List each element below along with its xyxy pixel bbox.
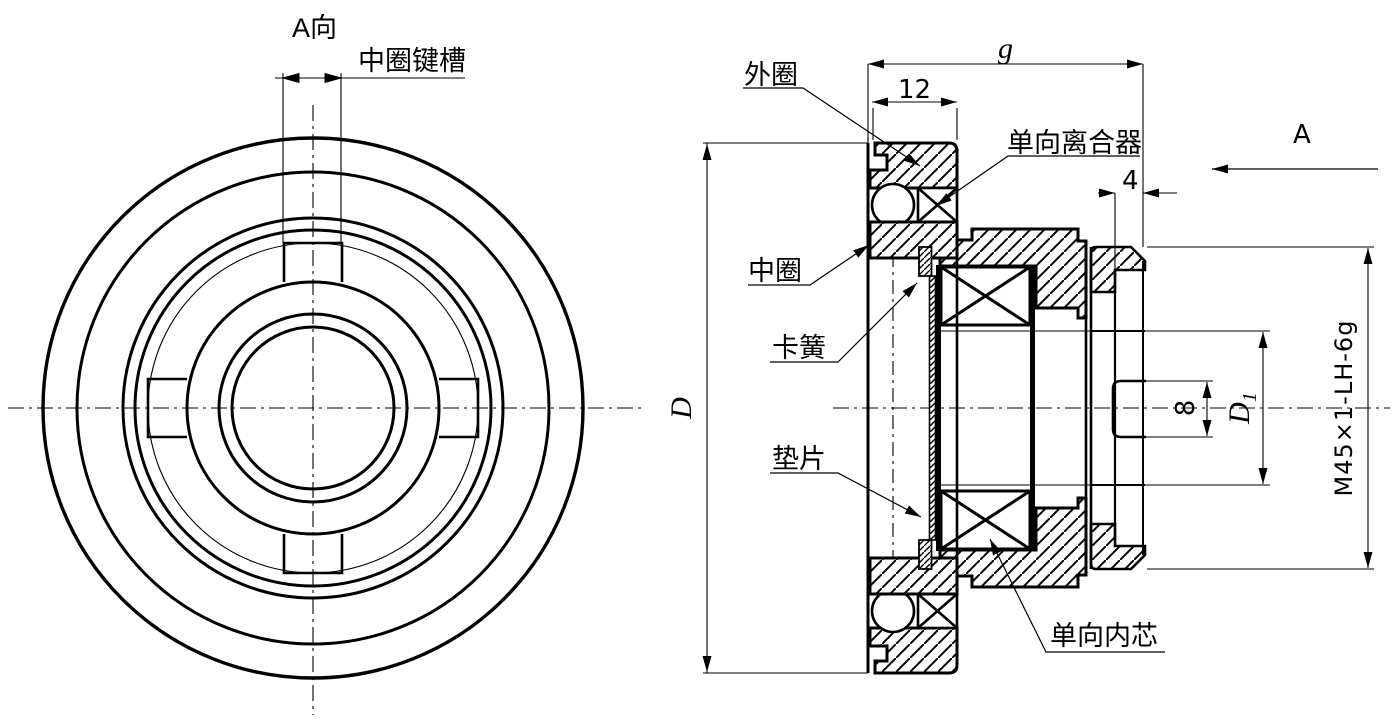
view-a-title: A向 [292,13,337,43]
dim-D1-text: D1 [1223,392,1261,425]
leader-shim [770,472,922,518]
leader-lines [743,87,1165,653]
keyway-slot-right [439,377,480,439]
dim-g-text: g [998,32,1013,65]
shim-strip [928,275,937,541]
leader-middle-ring [748,244,870,286]
middle-ring-wall-bottom [868,556,959,596]
front-view-circle [133,228,493,588]
outer-ring-label: 外圈 [744,60,798,90]
one-way-core-label: 单向内芯 [1050,621,1158,651]
dim-8-text: 8 [1171,400,1201,417]
outer-ring-section-top [868,141,959,190]
clutch-roller-box-bottom [939,489,1032,551]
middle-ring-label: 中圈 [748,256,802,286]
dimension-graphics [703,63,1378,674]
circlip-label: 卡簧 [772,333,826,363]
middle-ring-wall-top [868,220,959,260]
dim-12-lines [872,101,958,140]
keyway-extension-lines [282,73,342,243]
annotations: A向 中圈键槽 外圈 单向离合器 中圈 卡簧 垫片 单向内芯 A g 12 4 … [292,13,1358,651]
one-way-clutch-label: 单向离合器 [1007,128,1142,158]
dim-g-lines [867,63,1144,247]
front-view-circle [217,312,409,504]
circlip-block-top [918,246,933,277]
leader-outer-ring [743,87,921,167]
outer-ring-section-bottom [868,626,959,675]
one-way-clutch-box-bottom [916,592,959,630]
thread-spec-text: M45×1-LH-6g [1330,320,1358,497]
section-view [833,141,1390,675]
circlip-block-bottom [918,539,933,570]
dim-12-text: 12 [898,75,931,105]
nut-collar-shoulders [1115,269,1145,547]
clutch-roller-box-top [939,265,1032,327]
keyway-label: 中圈键槽 [358,46,466,76]
dim-4-text: 4 [1122,166,1139,196]
leader-circlip [770,282,918,363]
keyway-slot-bottom [282,534,344,575]
dim-D1-lines [938,330,1270,486]
keyway-slot-top [282,241,344,282]
front-view-circle-bore [230,325,396,491]
front-view-circle-outer [41,136,585,680]
leader-one-way-clutch [935,155,1140,207]
leader-one-way-core [989,538,1165,653]
view-direction-letter: A [1293,120,1311,150]
shim-label: 垫片 [772,444,826,474]
bearing-ball-top [870,182,916,228]
keyway-slot-left [146,377,187,439]
dim-thread-lines [1147,246,1374,570]
dim-D-lines [703,142,868,674]
front-view-circle [75,170,551,646]
front-view-circle [185,280,441,536]
front-view-circle [121,216,505,600]
face-slot [1111,379,1146,439]
dim-D-text: D [665,397,698,420]
front-view [8,73,642,715]
bearing-ball-bottom [870,588,916,634]
